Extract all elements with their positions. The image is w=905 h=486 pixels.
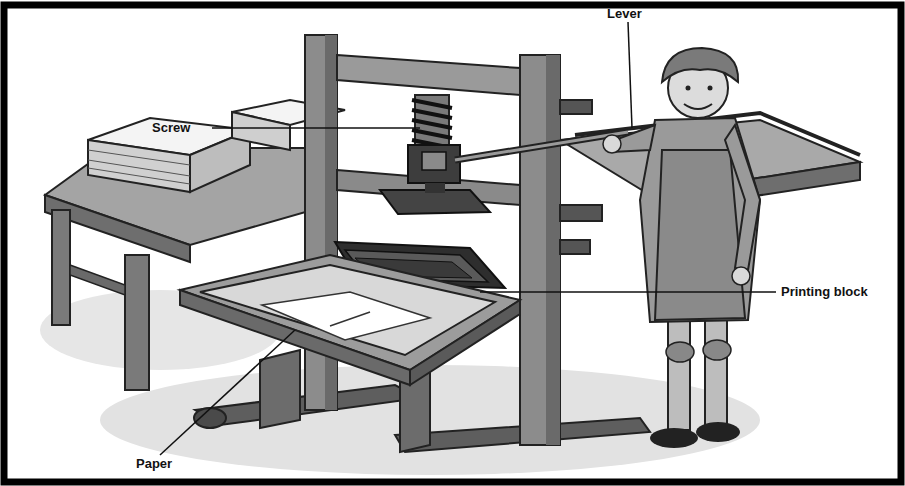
shoe: [696, 422, 740, 442]
beam-peg: [560, 205, 602, 221]
platen: [380, 190, 490, 214]
leader-line: [628, 22, 632, 128]
paper-sheet: [262, 292, 430, 340]
bed-inner: [200, 265, 495, 355]
picture-frame: [4, 5, 901, 482]
table-stretcher: [70, 265, 125, 295]
knee-band: [666, 342, 694, 362]
lever-bar-highlight: [455, 132, 628, 160]
cap: [662, 48, 738, 82]
table-leg: [52, 210, 70, 325]
part-label: Paper: [136, 456, 172, 472]
beam-peg: [560, 100, 592, 114]
lever-bar: [455, 132, 628, 160]
printer-figure: [603, 48, 760, 448]
paper-stack-side: [232, 112, 290, 150]
paper-mark: [330, 312, 370, 326]
paper-stack-side: [88, 140, 190, 192]
apron: [655, 150, 745, 320]
leader-line: [480, 291, 776, 293]
platen-stem: [425, 183, 445, 193]
eye: [708, 86, 713, 91]
runner-foot: [194, 408, 226, 428]
part-label: Printing block: [781, 284, 868, 300]
beam-peg: [560, 240, 590, 254]
part-label: Screw: [152, 120, 190, 136]
leg: [705, 320, 727, 425]
screw-thread: [412, 100, 452, 148]
eye: [686, 86, 691, 91]
table-leg: [125, 255, 149, 390]
leg: [668, 320, 690, 430]
post-shade: [546, 55, 560, 445]
hand: [603, 135, 621, 153]
screw-collar: [422, 152, 446, 170]
paper-line: [88, 160, 190, 176]
bed-leg: [260, 350, 300, 428]
head-beam: [337, 55, 520, 95]
shoe: [650, 428, 698, 448]
press-post: [520, 55, 560, 445]
floor-shadow: [100, 365, 760, 475]
leader-line: [160, 330, 295, 455]
paper-line: [88, 168, 190, 184]
knee-band: [703, 340, 731, 360]
screw-block: [408, 145, 460, 183]
leader-line: [212, 127, 420, 129]
bed-edge: [410, 300, 520, 385]
mouth: [684, 104, 712, 109]
hand: [732, 267, 750, 285]
part-label: Lever: [607, 6, 642, 22]
arm: [725, 125, 760, 270]
